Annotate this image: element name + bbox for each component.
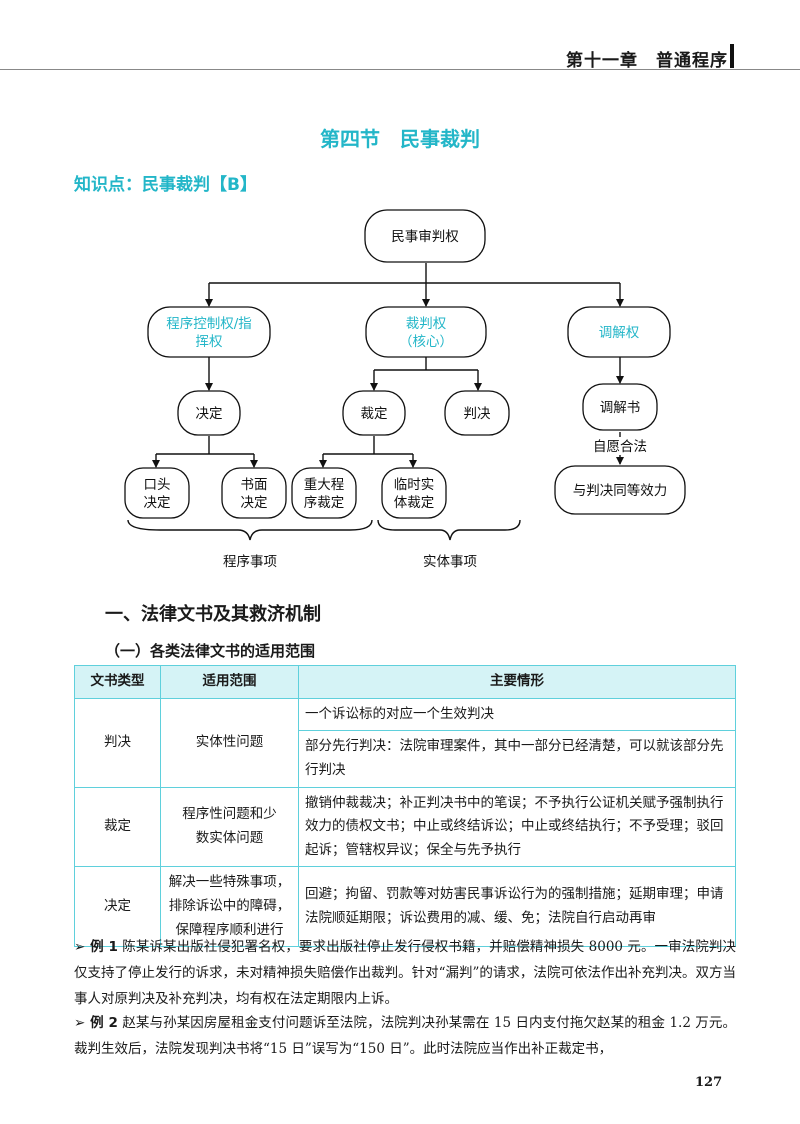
branch1-label-2: 挥权 — [196, 333, 223, 350]
chapter-header: 第十一章 普通程序 — [566, 51, 728, 71]
table-row: 决定 解决一些特殊事项，排除诉讼中的障碍，保障程序顺利进行 回避；拘留、罚款等对… — [74, 866, 736, 948]
decision-node — [177, 390, 241, 436]
root-node — [364, 209, 486, 263]
table-row: 部分先行判决：法院审理案件，其中一部分已经清楚，可以就该部分先行判决 — [75, 730, 736, 788]
table-row: 判决 实体性问题 一个诉讼标的对应一个生效判决 — [74, 697, 736, 788]
scope-cell: 实体性问题 — [160, 697, 299, 788]
major-proc-label-2: 序裁定 — [304, 495, 345, 511]
example-label: ➢ 例 1 — [74, 939, 118, 955]
table-row: 裁定 程序性问题和少数实体问题 撤销仲裁裁决；补正判决书中的笔误；不予执行公证机… — [74, 786, 736, 868]
knowledge-point-title: 知识点：民事裁判【B】 — [74, 175, 257, 195]
example-text: 陈某诉某出版社侵犯署名权，要求出版社停止发行侵权书籍，并赔偿精神损失 8000 … — [74, 939, 736, 1007]
example-label: ➢ 例 2 — [74, 1015, 118, 1031]
mediation-doc-node — [582, 383, 658, 431]
ruling-node — [342, 390, 406, 436]
judicial-power-diagram: 民事审判权 程序控制权/指 挥权 裁判权 （核心） 调解权 决定 裁定 判决 调… — [124, 209, 686, 570]
decision-label: 决定 — [196, 406, 223, 422]
oral-decision-node — [124, 467, 190, 519]
procedural-matters-label: 程序事项 — [223, 554, 277, 570]
written-label-2: 决定 — [241, 495, 268, 511]
page-number: 127 — [695, 1075, 723, 1090]
table-header-row: 文书类型 适用范围 主要情形 — [74, 665, 736, 699]
example-2: ➢ 例 2 赵某与孙某因房屋租金支付问题诉至法院，法院判决孙某需在 15 日内支… — [74, 1010, 736, 1062]
branch2-label-1: 裁判权 — [406, 315, 447, 332]
temp-subst-label-2: 体裁定 — [394, 495, 435, 511]
heading-1: 一、法律文书及其救济机制 — [105, 604, 321, 625]
mediation-doc-label: 调解书 — [600, 400, 641, 416]
heading-2: （一）各类法律文书的适用范围 — [105, 642, 316, 660]
temp-subst-label-1: 临时实 — [394, 477, 435, 493]
case-cell: 撤销仲裁裁决；补正判决书中的笔误；不予执行公证机关赋予强制执行效力的债权文书；中… — [298, 786, 736, 868]
type-cell: 判决 — [74, 697, 161, 788]
judgment-node — [444, 390, 510, 436]
branch2-label-2: （核心） — [399, 334, 453, 350]
header-cell: 主要情形 — [298, 665, 736, 699]
header-cell: 适用范围 — [160, 665, 299, 699]
major-proc-node — [291, 467, 357, 519]
header-bar — [730, 44, 734, 68]
header-rule — [0, 69, 800, 70]
oral-label-1: 口头 — [144, 477, 171, 493]
header-cell: 文书类型 — [74, 665, 161, 699]
judgment-label: 判决 — [464, 406, 491, 422]
branch3-node — [567, 306, 671, 358]
written-decision-node — [221, 467, 287, 519]
ruling-label: 裁定 — [361, 406, 388, 422]
case-cell: 部分先行判决：法院审理案件，其中一部分已经清楚，可以就该部分先行判决 — [298, 730, 736, 788]
document-scope-table: 文书类型 适用范围 主要情形 判决 实体性问题 一个诉讼标的对应一个生效判决 部… — [74, 665, 736, 948]
same-effect-label: 与判决同等效力 — [573, 482, 668, 499]
scope-cell: 程序性问题和少数实体问题 — [160, 786, 299, 868]
same-effect-node — [554, 465, 686, 515]
branch3-label: 调解权 — [599, 324, 640, 341]
section-title: 第四节 民事裁判 — [320, 127, 480, 151]
written-label-1: 书面 — [241, 477, 268, 493]
temp-subst-node — [381, 467, 447, 519]
scope-cell: 解决一些特殊事项，排除诉讼中的障碍，保障程序顺利进行 — [160, 866, 299, 948]
branch1-node — [147, 306, 271, 358]
type-cell: 决定 — [74, 866, 161, 948]
major-proc-label-1: 重大程 — [304, 477, 345, 493]
case-cell: 一个诉讼标的对应一个生效判决 — [298, 697, 736, 732]
substantive-matters-label: 实体事项 — [423, 554, 477, 570]
root-label: 民事审判权 — [391, 228, 459, 245]
case-cell: 回避；拘留、罚款等对妨害民事诉讼行为的强制措施；延期审理；申请法院顺延期限；诉讼… — [298, 866, 736, 948]
type-cell: 裁定 — [74, 786, 161, 868]
oral-label-2: 决定 — [144, 495, 171, 511]
example-text: 赵某与孙某因房屋租金支付问题诉至法院，法院判决孙某需在 15 日内支付拖欠赵某的… — [74, 1015, 737, 1057]
branch1-label-1: 程序控制权/指 — [166, 315, 252, 332]
branch2-node — [365, 306, 487, 358]
example-1: ➢ 例 1 陈某诉某出版社侵犯署名权，要求出版社停止发行侵权书籍，并赔偿精神损失… — [74, 934, 736, 1012]
voluntary-legal-label: 自愿合法 — [593, 439, 647, 455]
